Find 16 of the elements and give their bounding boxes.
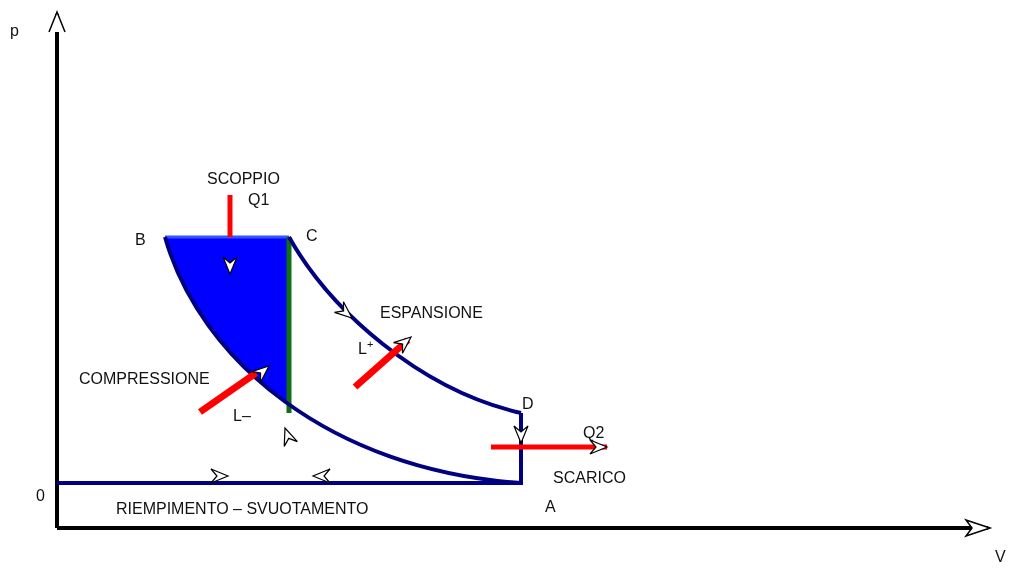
point-label: D <box>522 395 534 413</box>
point-label: L– <box>233 407 251 425</box>
point-label: 0 <box>36 487 45 505</box>
point-label: Q1 <box>248 191 270 209</box>
point-label: p <box>10 22 19 40</box>
point-label: V <box>995 548 1006 566</box>
point-label: SCOPPIO <box>207 170 280 188</box>
point-label: B <box>135 231 146 249</box>
point-label: COMPRESSIONE <box>79 370 210 388</box>
point-label: RIEMPIMENTO – SVUOTAMENTO <box>116 500 369 518</box>
point-label: L$^{+}$ <box>358 340 374 358</box>
point-label: A <box>545 498 556 516</box>
point-label: Q2 <box>583 424 605 442</box>
point-label: C <box>306 227 318 245</box>
point-label: SCARICO <box>553 469 626 487</box>
point-label: ESPANSIONE <box>380 304 483 322</box>
